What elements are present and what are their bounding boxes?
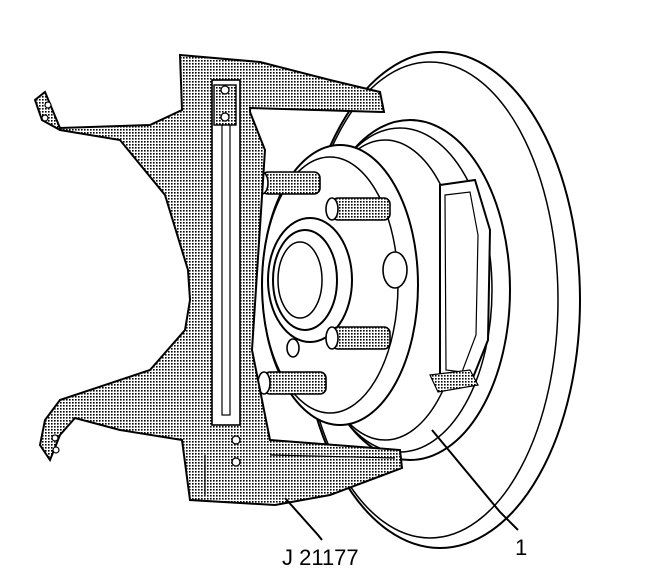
leader-callout-1	[431, 429, 519, 531]
stud-hole	[382, 251, 408, 289]
wheel-studs	[255, 171, 408, 395]
wheel-stud-3	[325, 326, 391, 350]
tool-slide-slot	[211, 79, 241, 426]
stud-hole	[286, 338, 300, 358]
center-bore	[267, 217, 353, 343]
callout-1-label: 1	[515, 535, 527, 560]
tool-number-label: J 21177	[282, 545, 359, 570]
tool-j21177	[33, 53, 404, 507]
wheel-stud-4	[257, 371, 327, 395]
wheel-stud-2	[325, 197, 391, 221]
leader-tool	[284, 497, 323, 541]
wheel-stud-1	[255, 171, 321, 195]
leader-lines	[284, 429, 519, 541]
